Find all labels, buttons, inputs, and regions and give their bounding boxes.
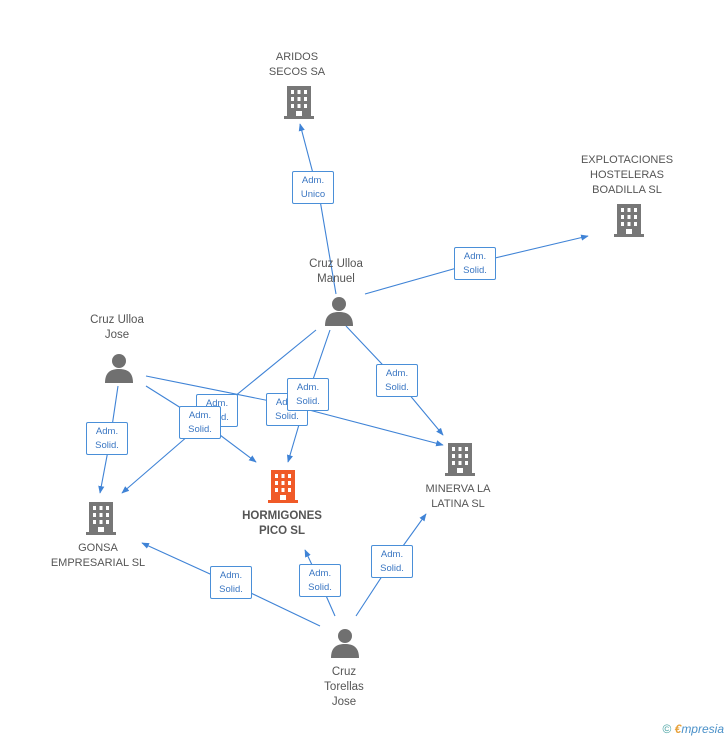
node-label-aridos[interactable]: ARIDOS SECOS SA [268,51,326,78]
copyright-icon: © [662,722,672,736]
relation-label[interactable]: Adm. Unico [292,171,334,204]
relation-label[interactable]: Adm. Solid. [454,247,496,280]
relation-label[interactable]: Adm. Solid. [86,422,128,455]
node-label-torellas[interactable]: Cruz Torellas Jose [324,666,364,708]
relation-label[interactable]: Adm. Solid. [299,564,341,597]
node-label-manuel[interactable]: Cruz Ulloa Manuel [309,258,363,285]
brand-name: mpresia [681,722,724,736]
brand-logo-letter: € [674,722,682,736]
building-icon [614,204,644,237]
person-icon [331,629,359,658]
building-icon [284,86,314,119]
node-label-minerva[interactable]: MINERVA LA LATINA SL [425,483,491,510]
building-icon [86,502,116,535]
person-icon [325,297,353,326]
relation-label[interactable]: Adm. Solid. [371,545,413,578]
relation-label[interactable]: Adm. Solid. [376,364,418,397]
node-label-explotaciones[interactable]: EXPLOTACIONES HOSTELERAS BOADILLA SL [580,154,674,196]
building-icon [445,443,475,476]
node-label-gonsa[interactable]: GONSA EMPRESARIAL SL [50,542,146,569]
relation-label[interactable]: Adm. Solid. [287,378,329,411]
main-company-building-icon [268,470,298,503]
node-label-hormigones[interactable]: HORMIGONES PICO SL [242,510,322,537]
node-label-jose[interactable]: Cruz Ulloa Jose [90,314,144,341]
brand-watermark: © €mpresia [662,722,724,736]
relation-label[interactable]: Adm. Solid. [179,406,221,439]
person-icon [105,354,133,383]
relation-label[interactable]: Adm. Solid. [210,566,252,599]
